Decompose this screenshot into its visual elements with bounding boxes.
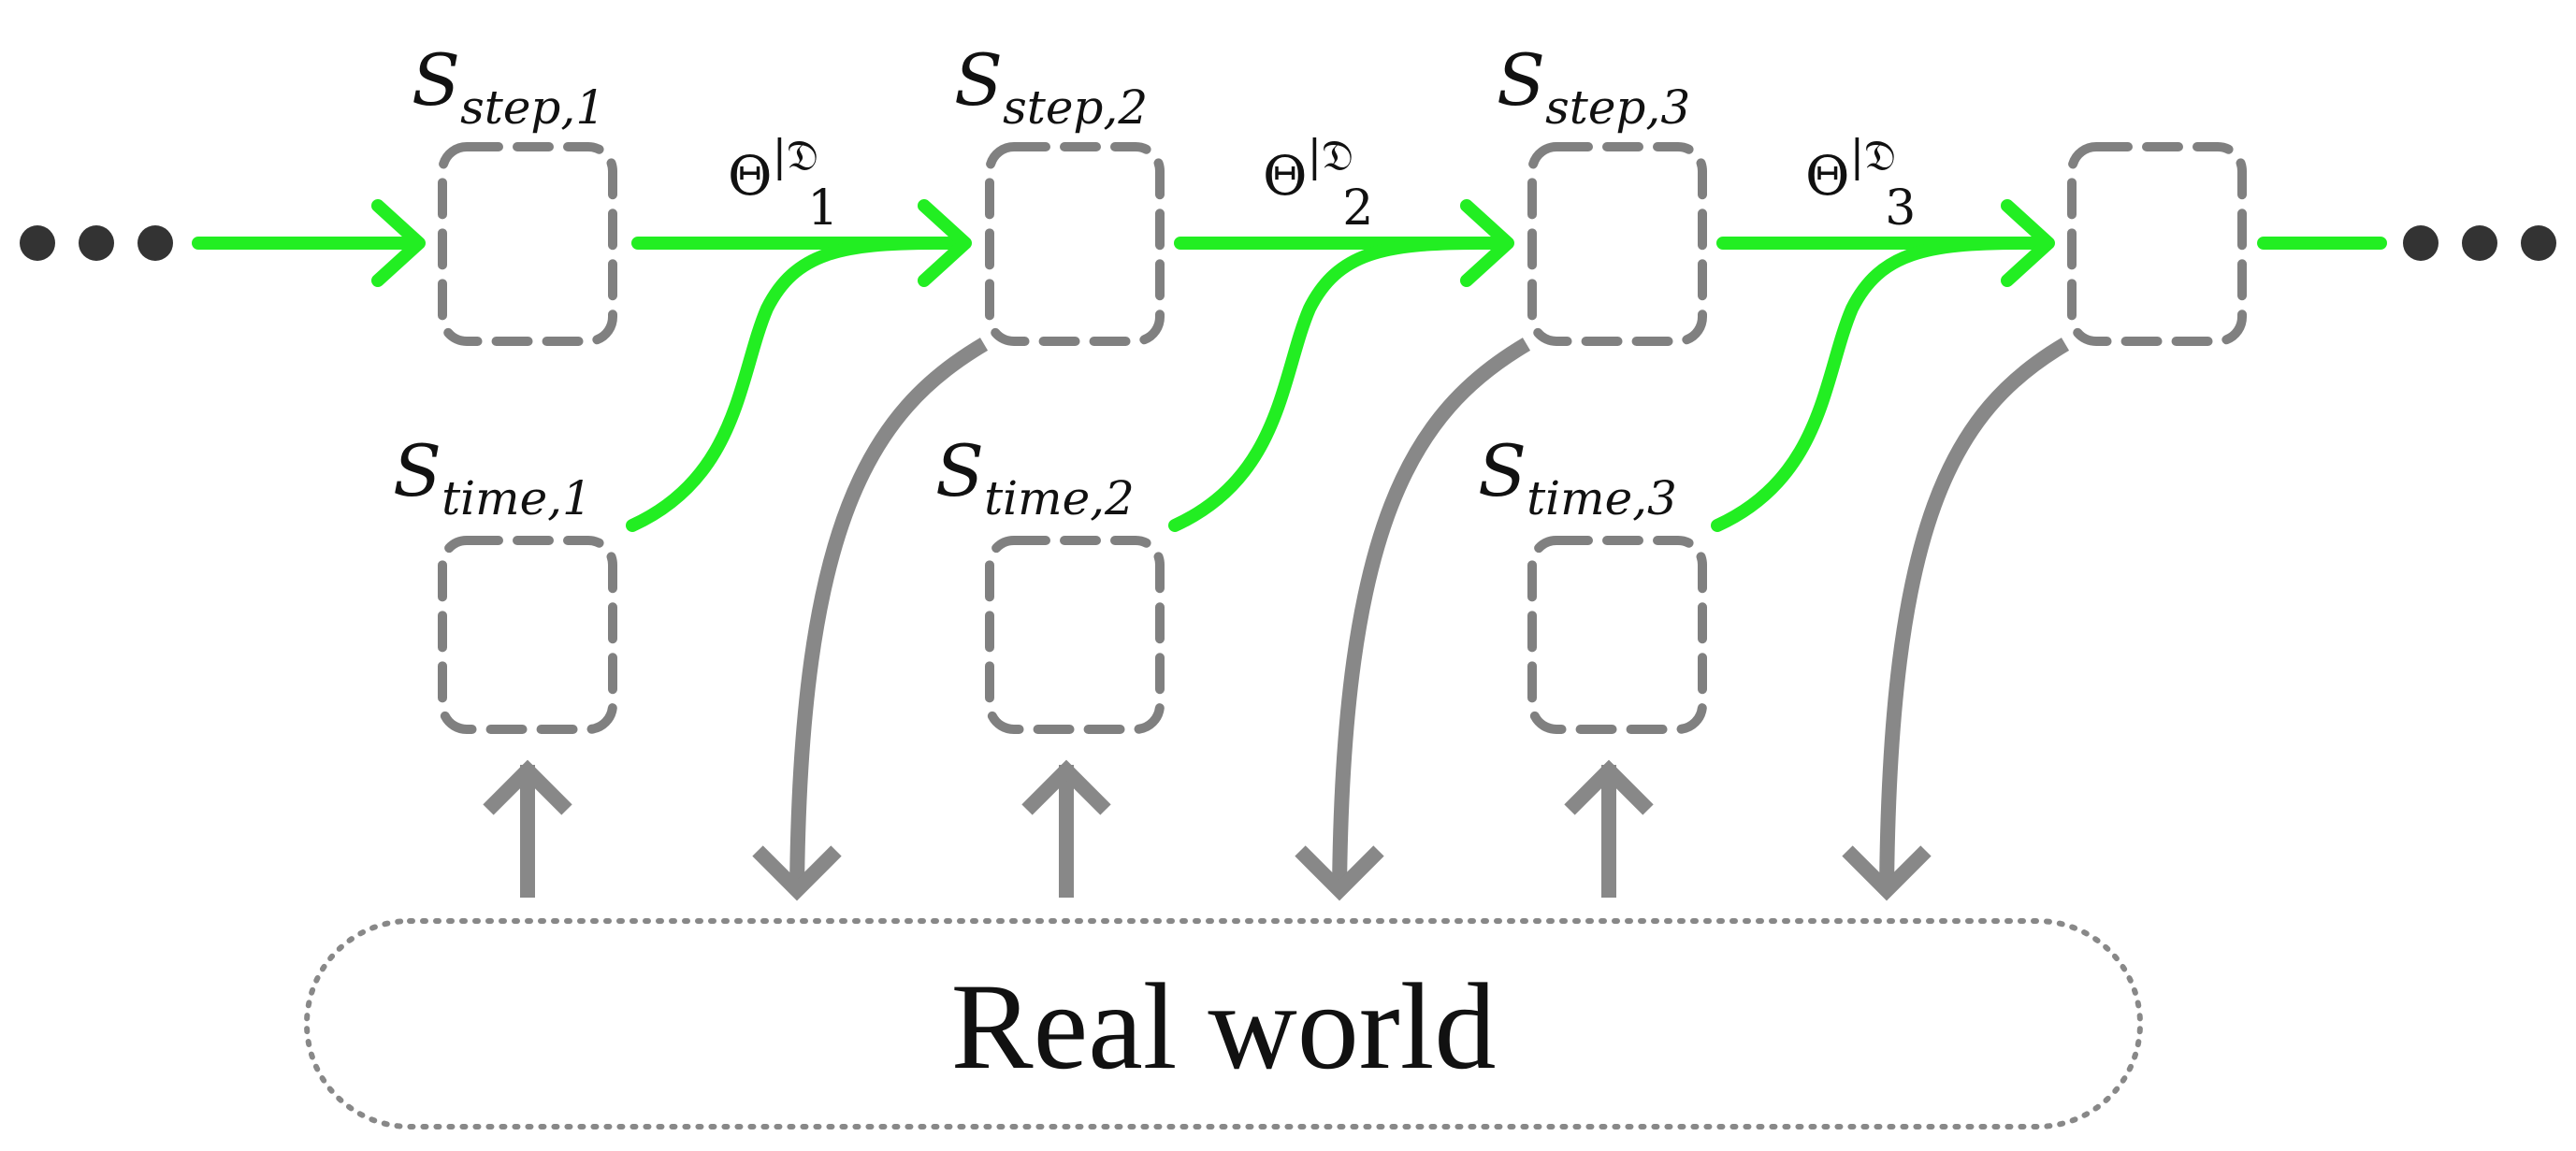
transition-symbol-2: Θ [1263, 144, 1308, 208]
transition-superscript-3: |𝔇 [1850, 130, 1897, 180]
real-world-box [304, 918, 2143, 1129]
time-state-symbol-3: S [1478, 429, 1527, 512]
action-arrowhead-3 [1842, 845, 1932, 901]
step-arrowhead-2 [1460, 199, 1514, 287]
step-state-box-1 [438, 142, 617, 346]
transition-superscript-2: |𝔇 [1308, 130, 1354, 180]
action-arrowhead-2 [1295, 845, 1384, 901]
step-state-subscript-1: step,1 [460, 80, 605, 135]
real-world-label: Real world [951, 957, 1497, 1095]
step-state-label-2: Sstep,2 [954, 38, 1148, 135]
transition-subscript-2: 2 [1342, 180, 1373, 237]
step-state-symbol-3: S [1497, 38, 1545, 122]
transition-symbol-3: Θ [1805, 144, 1850, 208]
step-state-subscript-3: step,3 [1545, 80, 1690, 135]
time-state-subscript-2: time,2 [984, 471, 1135, 525]
action-curve-3 [1879, 338, 2070, 894]
transition-symbol-1: Θ [728, 144, 773, 208]
action-arrowhead-1 [752, 845, 842, 901]
time-state-label-2: Stime,2 [935, 429, 1135, 525]
time-state-box-2 [985, 536, 1165, 734]
time-merge-curve-1 [626, 237, 942, 532]
time-state-subscript-1: time,1 [441, 471, 592, 525]
time-state-symbol-2: S [935, 429, 984, 512]
time-state-subscript-3: time,3 [1527, 471, 1677, 525]
time-state-box-3 [1527, 536, 1707, 734]
step-state-symbol-1: S [412, 38, 460, 122]
step-state-subscript-2: step,2 [1003, 80, 1148, 135]
observe-arrowhead-3 [1564, 759, 1654, 815]
time-merge-curve-2 [1168, 237, 1484, 532]
step-state-symbol-2: S [954, 38, 1003, 122]
step-state-box-2 [985, 142, 1165, 346]
step-state-label-3: Sstep,3 [1497, 38, 1690, 135]
trailing-ellipsis [2403, 225, 2556, 261]
time-state-label-3: Stime,3 [1478, 429, 1677, 525]
step-state-box-4 [2067, 142, 2247, 346]
leading-ellipsis [20, 225, 173, 261]
transition-superscript-1: |𝔇 [773, 130, 819, 180]
transition-flow [192, 199, 2387, 532]
transition-subscript-1: 1 [807, 180, 838, 237]
step-state-label-1: Sstep,1 [412, 38, 605, 135]
action-curve-1 [789, 338, 989, 894]
transition-subscript-3: 3 [1885, 180, 1916, 237]
incoming-arrowhead [371, 199, 426, 287]
observe-arrowhead-1 [483, 759, 572, 815]
action-curve-2 [1332, 338, 1531, 894]
time-merge-curve-3 [1711, 237, 2027, 532]
step-arrowhead-3 [2001, 199, 2055, 287]
observe-arrowhead-2 [1021, 759, 1111, 815]
world-interaction [483, 338, 2070, 901]
time-state-symbol-1: S [393, 429, 441, 512]
step-state-box-3 [1527, 142, 1707, 346]
step-arrowhead-1 [918, 199, 972, 287]
time-state-label-1: Stime,1 [393, 429, 592, 525]
time-state-box-1 [438, 536, 617, 734]
